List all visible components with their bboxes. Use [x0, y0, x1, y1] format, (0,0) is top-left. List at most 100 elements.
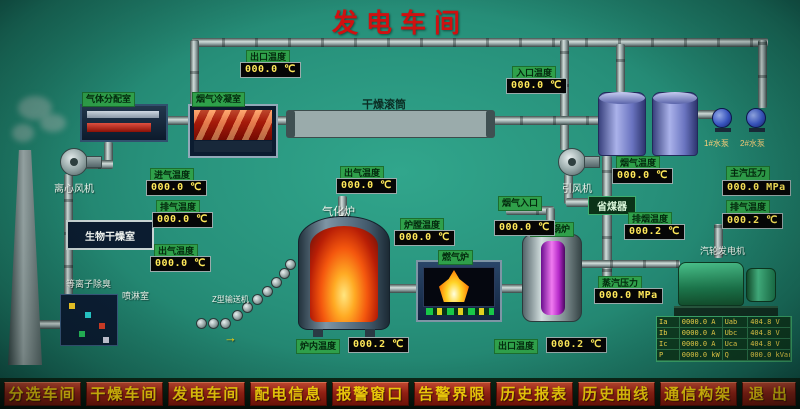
water-pump-1-icon [712, 108, 732, 132]
pipe [388, 284, 418, 293]
menu-button-power-workshop[interactable]: 发电车间 [167, 381, 245, 406]
generator-data-table: Ia 0000.0 A Uab 404.8 V Ib 0000.0 A Ubc … [656, 316, 792, 362]
water-pump-2-icon [746, 108, 766, 132]
menu-button-power-distribution[interactable]: 配电信息 [249, 381, 327, 406]
gas-furnace [416, 260, 502, 322]
drum-end-cap [286, 110, 295, 138]
drying-drum [288, 110, 492, 138]
menu-button-alarm-window[interactable]: 报警窗口 [331, 381, 409, 406]
bio-drying-room: 生物干燥室 [66, 220, 154, 250]
spray-room-label: 喷淋室 [122, 291, 150, 301]
exhaust-temp-display: 000.0 ℃ [152, 212, 213, 228]
conveyor-link [208, 318, 219, 329]
table-cell: 0000.0 A [679, 339, 723, 350]
outgas-temp-display: 000.0 ℃ [150, 256, 211, 272]
gas-furnace-label: 燃气炉 [438, 250, 474, 265]
water-tank-2 [652, 92, 698, 156]
conveyor-link [232, 310, 243, 321]
condenser-hot-zone [194, 110, 272, 140]
gasifier-out-temp-display: 000.0 ℃ [336, 178, 397, 194]
pump1-label: 1#水泵 [704, 139, 729, 148]
induced-fan-icon [558, 148, 586, 176]
chamber-top-strip [87, 111, 159, 118]
exhaust-right-display: 000.2 ℃ [722, 213, 783, 229]
menu-button-sorting-workshop[interactable]: 分选车间 [4, 381, 81, 406]
flue-condenser-label: 烟气冷凝室 [192, 92, 246, 107]
pipe [500, 284, 524, 293]
gasifier-temp-label: 炉内温度 [296, 339, 341, 354]
gasifier-label: 气化炉 [322, 206, 355, 218]
gasifier-flame [310, 226, 378, 322]
turbine-generator-label: 汽轮发电机 [700, 246, 746, 256]
gas-distribution-label: 气体分配室 [82, 92, 136, 107]
drum-end-cap [486, 110, 495, 138]
conveyor-link [262, 286, 273, 297]
gasifier-temp-display: 000.2 ℃ [348, 337, 409, 353]
condenser-base [194, 141, 272, 152]
conveyor-link [271, 277, 282, 288]
conveyor-direction-arrow-icon: → [224, 330, 237, 345]
main-steam-pressure-display: 000.0 MPa [722, 180, 791, 196]
table-cell: 0000.0 A [679, 328, 723, 339]
table-cell: 404.8 V [748, 339, 791, 350]
table-cell: Uca [722, 339, 749, 350]
pipe [580, 260, 680, 268]
menu-button-comm-framework[interactable]: 通信构架 [659, 381, 737, 406]
table-cell: 404.8 V [748, 317, 791, 328]
generator-exciter [746, 268, 776, 302]
centrifugal-fan-label: 离心风机 [54, 184, 94, 195]
page-title: 发电车间 [331, 8, 468, 38]
boiler-out-temp-label: 出口温度 [494, 339, 539, 354]
economizer-temp-display: 000.0 ℃ [612, 168, 673, 184]
gas-distribution-chamber [80, 104, 168, 142]
stack-temp-display: 000.2 ℃ [624, 224, 685, 240]
generator-base [674, 306, 778, 316]
conveyor-link [220, 318, 231, 329]
pipe [616, 44, 625, 92]
steam-boiler [522, 234, 582, 322]
generator-body [678, 262, 744, 306]
steam-pressure-display: 000.0 MPa [594, 288, 663, 304]
spray-room-equipment [60, 294, 118, 346]
pipe [192, 38, 768, 47]
furnace-indicator-bar [426, 308, 494, 315]
flue-condenser [188, 104, 278, 158]
chamber-temp-display: 000.0 ℃ [394, 230, 455, 246]
gasifier-vessel [298, 216, 390, 337]
outlet-temp-display: 000.0 ℃ [240, 62, 301, 78]
table-cell: Ic [657, 339, 680, 350]
menu-button-exit[interactable]: 退 出 [741, 381, 797, 406]
fan-motor [584, 156, 600, 168]
smoke-puff [12, 124, 34, 142]
table-cell: 404.8 V [748, 328, 791, 339]
menu-button-history-report[interactable]: 历史报表 [495, 381, 573, 406]
flue-inlet-label: 烟气入口 [498, 196, 543, 211]
menu-button-alarm-limits[interactable]: 告警界限 [413, 381, 491, 406]
menu-button-history-curve[interactable]: 历史曲线 [577, 381, 655, 406]
fan-motor [86, 156, 102, 168]
chimney [8, 150, 42, 365]
intake-temp-display: 000.0 ℃ [146, 180, 207, 196]
table-cell: Ib [657, 328, 680, 339]
inlet-temp-display: 000.0 ℃ [506, 78, 567, 94]
table-cell: P [657, 350, 680, 361]
pipe [758, 40, 767, 108]
table-cell: Uab [722, 317, 749, 328]
conveyor-link [285, 259, 296, 270]
water-tank-1 [598, 92, 646, 156]
table-cell: Ia [657, 317, 680, 328]
table-cell: Ubc [722, 328, 749, 339]
pipe [490, 116, 602, 125]
bottom-menu-bar: 分选车间 干燥车间 发电车间 配电信息 报警窗口 告警界限 历史报表 历史曲线 … [0, 378, 800, 409]
induced-fan-label: 引风机 [562, 184, 592, 195]
main-steam-pressure-label: 主汽压力 [726, 166, 771, 181]
boiler-out-temp-display: 000.2 ℃ [546, 337, 607, 353]
menu-button-drying-workshop[interactable]: 干燥车间 [85, 381, 163, 406]
drying-drum-label: 干燥滚筒 [362, 99, 406, 111]
boiler-core [541, 241, 565, 315]
smoke-puff [40, 114, 66, 132]
table-cell: 0000.0 A [679, 317, 723, 328]
table-cell: 0000.0 kW [679, 350, 723, 361]
table-cell: Q [722, 350, 749, 361]
